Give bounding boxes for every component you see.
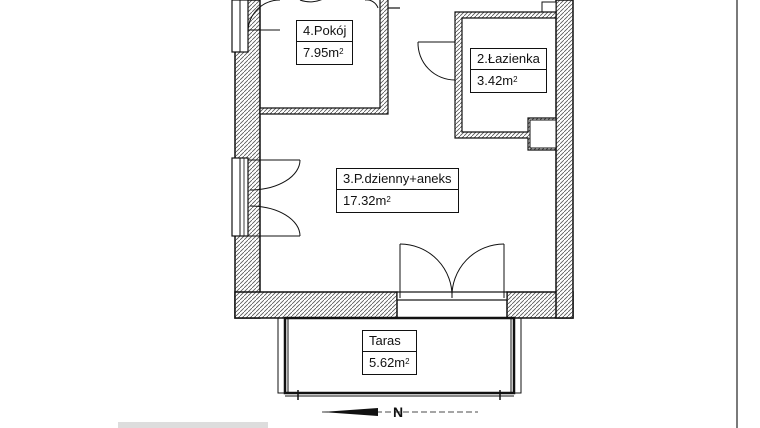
door-pokoj [247, 0, 379, 31]
room-label-taras: Taras 5.62m2 [362, 330, 417, 375]
lazienka-walls [454, 11, 557, 151]
door-lazienka [417, 41, 456, 81]
left-exterior-wall [231, 0, 261, 319]
north-arrow [322, 408, 478, 416]
room-label-lazienka: 2.Łazienka 3.42m2 [470, 48, 547, 93]
terrace [277, 316, 522, 400]
room-label-pokoj: 4.Pokój 7.95m2 [296, 20, 354, 65]
room-label-dzienny: 3.P.dzienny+aneks 17.32m2 [336, 168, 459, 213]
door-left-lower [248, 159, 301, 237]
bottom-exterior-wall [234, 291, 574, 319]
north-letter: N [393, 404, 404, 420]
cut-off-caption [118, 422, 268, 428]
right-exterior-wall [541, 0, 574, 319]
pokoj-walls [259, 0, 400, 115]
balcony-double-door [399, 243, 505, 299]
